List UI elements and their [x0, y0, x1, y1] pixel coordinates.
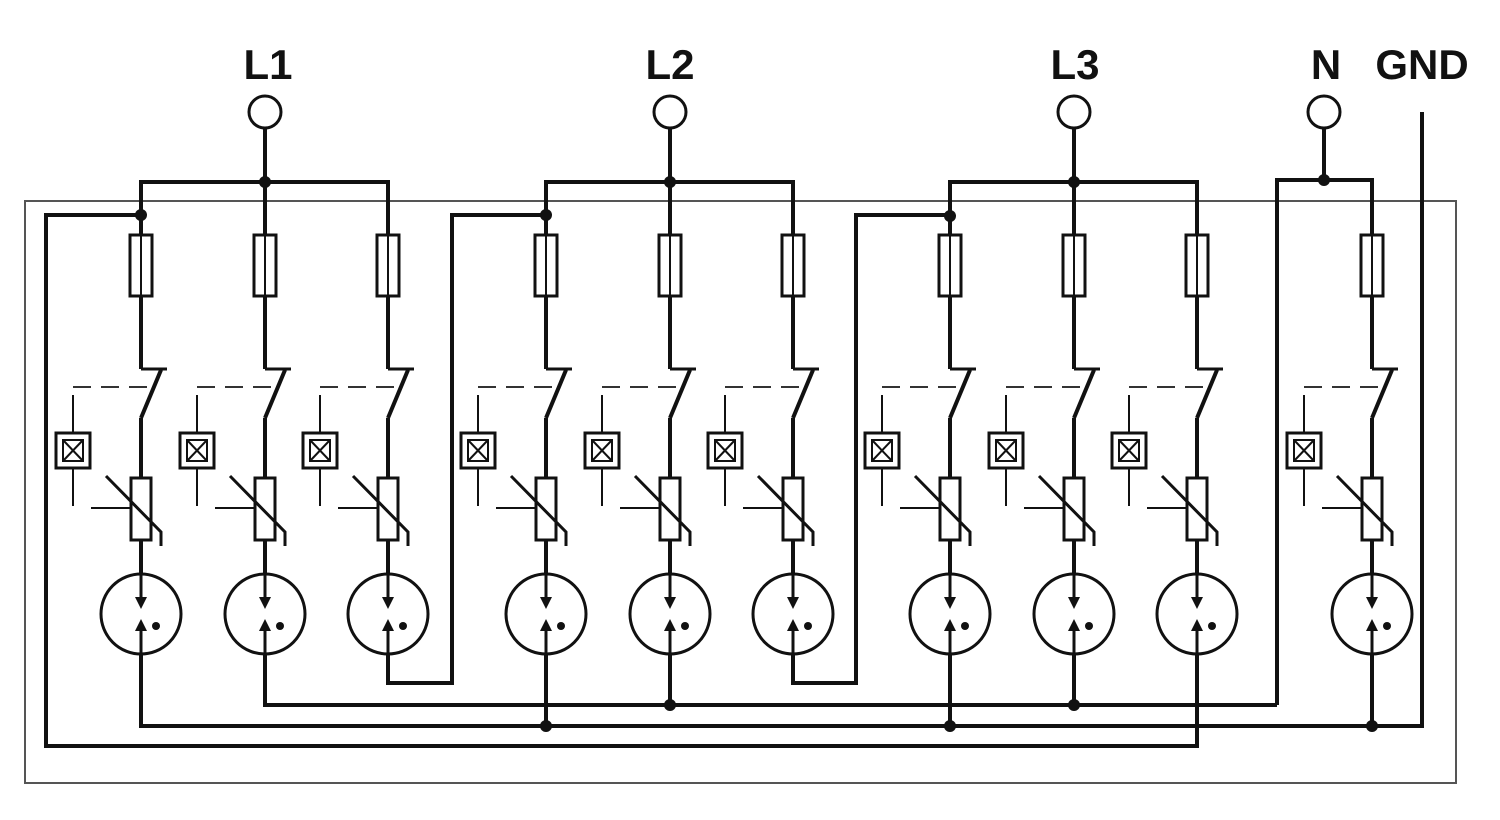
label-l1: L1 — [243, 41, 292, 88]
terminal-circle-icon — [652, 94, 688, 130]
l2-cross-tie — [386, 213, 546, 685]
label-n: N — [1311, 41, 1341, 88]
protection-branch-6 — [706, 180, 835, 656]
label-gnd: GND — [1375, 41, 1468, 88]
terminal-circle-icon — [1056, 94, 1092, 130]
terminal-circle-icon — [247, 94, 283, 130]
bottom-common-line-b — [139, 655, 1372, 728]
gnd-line — [1372, 112, 1424, 728]
l3-cross-tie — [791, 213, 950, 685]
protection-branch-2 — [178, 180, 307, 656]
housing-frame — [24, 200, 1457, 784]
protection-branch-1 — [54, 180, 183, 656]
junction-dot — [664, 699, 676, 711]
terminal-circle-icon — [1306, 94, 1342, 130]
protection-branch-4 — [459, 180, 588, 656]
protection-branch-8 — [987, 180, 1116, 656]
junction-dot — [1366, 720, 1378, 732]
junction-dot — [1068, 699, 1080, 711]
protection-branch-7 — [863, 180, 992, 656]
protection-branch-n — [1285, 180, 1414, 656]
junction-dot — [944, 720, 956, 732]
bottom-common-line-a — [263, 655, 1277, 707]
protection-branch-5 — [583, 180, 712, 656]
junction-dot — [540, 720, 552, 732]
left-return-loop — [44, 213, 1199, 748]
junction-dot — [1318, 174, 1330, 186]
protection-branch-3 — [301, 180, 430, 656]
label-l3: L3 — [1050, 41, 1099, 88]
label-l2: L2 — [645, 41, 694, 88]
protection-branch-9 — [1110, 180, 1239, 656]
